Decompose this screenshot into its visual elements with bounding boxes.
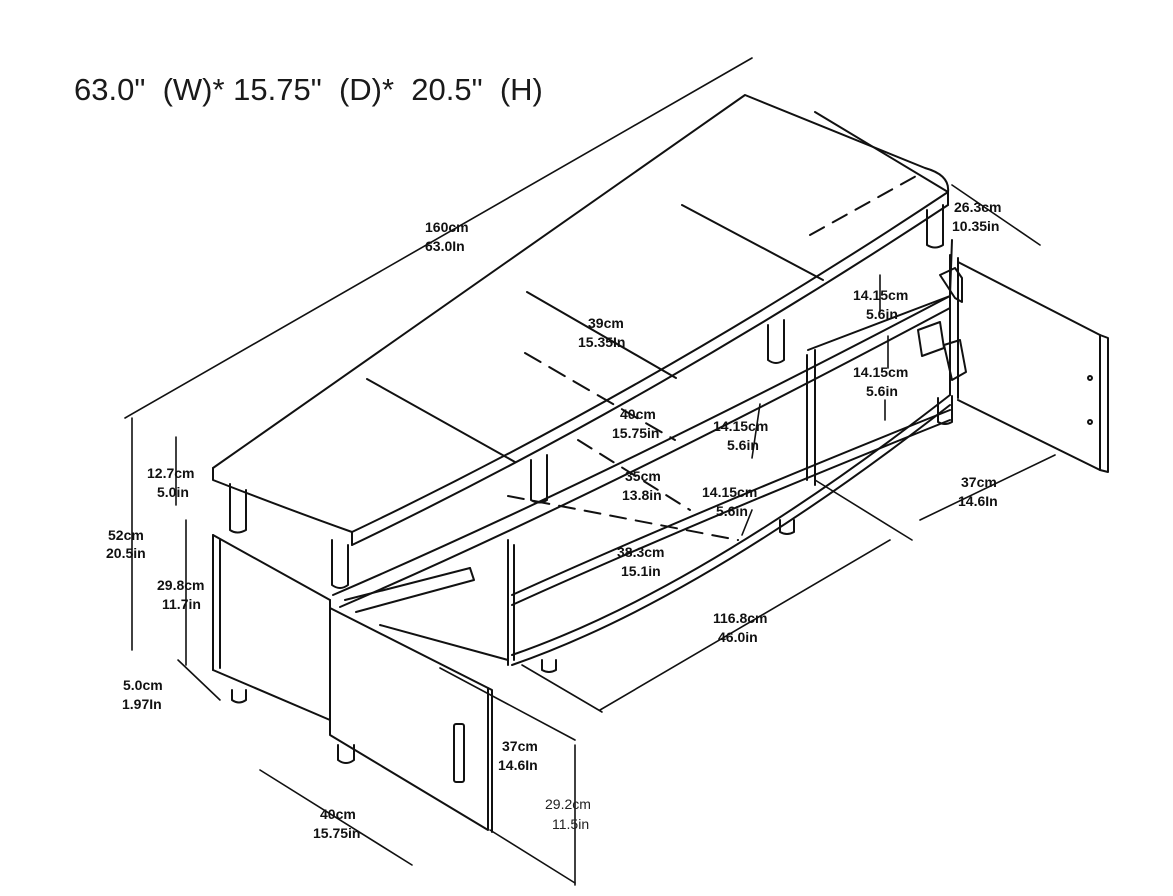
label-shelf-gap-m1-cm: 14.15cm xyxy=(713,418,768,434)
label-shelf-gap-m1-in: 5.6in xyxy=(727,437,759,453)
label-mid-width-in: 46.0in xyxy=(718,629,758,645)
label-total-width-cm: 160cm xyxy=(425,219,469,235)
lower-shelves xyxy=(511,394,951,666)
label-shelf-d-40-cm: 40cm xyxy=(620,406,656,422)
label-height-total-cm: 52cm xyxy=(108,527,144,543)
label-leg-h-in: 1.97In xyxy=(122,696,162,712)
label-base-depth-in: 15.75in xyxy=(313,825,360,841)
label-base-depth-cm: 40cm xyxy=(320,806,356,822)
label-shelf-d-40-in: 15.75in xyxy=(612,425,659,441)
dimension-labels: 160cm 63.0In 39cm 15.35In 26.3cm 10.35in… xyxy=(106,199,1001,841)
label-shelf-d-383-in: 15.1in xyxy=(621,563,661,579)
label-total-width-in: 63.0In xyxy=(425,238,465,254)
label-shelf-d-35-cm: 35cm xyxy=(625,468,661,484)
label-shelf-gap-r2-in: 5.6in xyxy=(866,383,898,399)
label-right-cab-w-in: 14.6In xyxy=(958,493,998,509)
label-height-total-in: 20.5in xyxy=(106,545,146,561)
label-shelf-gap-r2-cm: 14.15cm xyxy=(853,364,908,380)
hinges xyxy=(917,267,967,381)
label-side-top-in: 10.35in xyxy=(952,218,999,234)
label-depth-top-in: 15.35In xyxy=(578,334,625,350)
centre-divider xyxy=(379,349,816,666)
label-depth-top-cm: 39cm xyxy=(588,315,624,331)
label-top-gap-cm: 12.7cm xyxy=(147,465,194,481)
right-cabinet xyxy=(949,254,1109,473)
label-left-cab-w-cm: 37cm xyxy=(502,738,538,754)
label-door-h-cm: 29.2cm xyxy=(545,796,591,812)
dimension-lines xyxy=(124,57,1056,886)
label-side-top-cm: 26.3cm xyxy=(954,199,1001,215)
label-shelf-gap-r1-in: 5.6in xyxy=(866,306,898,322)
label-top-gap-in: 5.0in xyxy=(157,484,189,500)
label-leg-h-cm: 5.0cm xyxy=(123,677,163,693)
left-cabinet xyxy=(212,534,475,726)
label-cabinet-h-in: 11.7in xyxy=(162,596,201,612)
top-panel xyxy=(212,94,950,546)
label-shelf-d-383-cm: 38.3cm xyxy=(617,544,664,560)
label-shelf-d-35-in: 13.8in xyxy=(622,487,662,503)
label-shelf-gap-m2-cm: 14.15cm xyxy=(702,484,757,500)
label-shelf-gap-m2-in: 5.6in xyxy=(716,503,748,519)
left-door xyxy=(329,607,493,833)
legs xyxy=(231,519,795,764)
label-mid-width-cm: 116.8cm xyxy=(713,610,768,626)
dimensions-title: 63.0" (W)* 15.75" (D)* 20.5" (H) xyxy=(74,72,543,107)
label-cabinet-h-cm: 29.8cm xyxy=(157,577,204,593)
label-left-cab-w-in: 14.6In xyxy=(498,757,538,773)
label-shelf-gap-r1-cm: 14.15cm xyxy=(853,287,908,303)
label-door-h-in: 11.5in xyxy=(552,816,589,832)
label-right-cab-w-cm: 37cm xyxy=(961,474,997,490)
support-posts xyxy=(229,204,953,589)
